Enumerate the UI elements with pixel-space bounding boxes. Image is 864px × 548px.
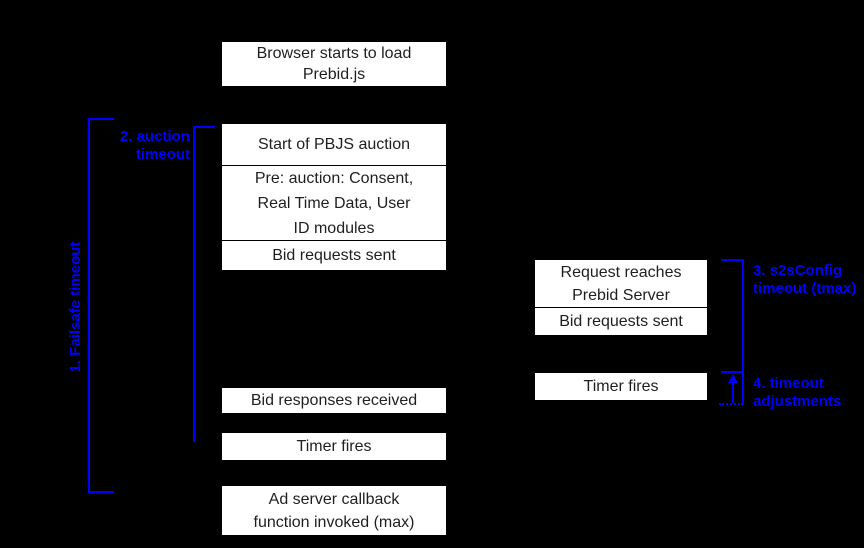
box-timer-fires-client: Timer fires [222, 433, 446, 460]
failsafe-bracket-line [88, 118, 90, 493]
s2s-bracket-line [742, 259, 744, 405]
label-auction-timeout: 2. auction timeout [100, 128, 190, 164]
box-ad-server-callback: Ad server callback function invoked (max… [222, 486, 446, 535]
box-start-of-auction: Start of PBJS auction [222, 124, 446, 165]
auction-bracket-line [193, 126, 195, 442]
label-failsafe-timeout: 1. Failsafe timeout [67, 241, 84, 373]
failsafe-bracket-top-tick [88, 118, 114, 120]
box-text-line: Ad server callback [268, 490, 400, 508]
s2s-bracket-mid-tick [721, 371, 743, 373]
adjustment-dotted-line [719, 403, 743, 405]
label-text-line: timeout [135, 146, 190, 163]
s2s-bracket-top-tick [721, 259, 743, 261]
box-pre-auction-modules: Pre: auction: Consent, Real Time Data, U… [222, 166, 446, 240]
up-arrow-icon [728, 374, 738, 383]
label-text-line: 3. s2sConfig [753, 262, 843, 279]
box-text-line: function invoked (max) [253, 513, 415, 531]
adjustment-arrow-shaft [732, 382, 734, 403]
box-text-line: Prebid Server [572, 286, 670, 304]
label-text-line: 4. timeout [753, 375, 824, 392]
box-bid-responses-received: Bid responses received [222, 388, 446, 413]
label-text-line: 2. auction [119, 128, 190, 145]
failsafe-bracket-bottom-tick [88, 491, 114, 493]
box-text-line: Pre: auction: Consent, [254, 169, 414, 187]
box-request-reaches-server: Request reaches Prebid Server [535, 260, 707, 307]
auction-steps-group: Start of PBJS auction Pre: auction: Cons… [222, 124, 446, 270]
label-s2s-timeout: 3. s2sConfig timeout (tmax) [753, 262, 856, 298]
prebid-server-group: Request reaches Prebid Server Bid reques… [535, 260, 707, 335]
box-text-line: Prebid.js [302, 66, 366, 83]
label-text-line: adjustments [753, 393, 842, 410]
box-text-line: Browser starts to load [256, 45, 412, 62]
box-bid-requests-sent: Bid requests sent [222, 241, 446, 270]
box-text-line: Request reaches [560, 263, 682, 281]
auction-bracket-top-tick [193, 126, 215, 128]
box-text-line: ID modules [293, 219, 375, 237]
box-timer-fires-server: Timer fires [535, 373, 707, 400]
box-bid-requests-sent-server: Bid requests sent [535, 308, 707, 335]
label-text-line: timeout (tmax) [753, 280, 857, 297]
label-timeout-adjustments: 4. timeout adjustments [753, 375, 841, 411]
box-browser-loads-prebid: Browser starts to load Prebid.js [222, 42, 446, 86]
box-text-line: Real Time Data, User [257, 194, 411, 212]
